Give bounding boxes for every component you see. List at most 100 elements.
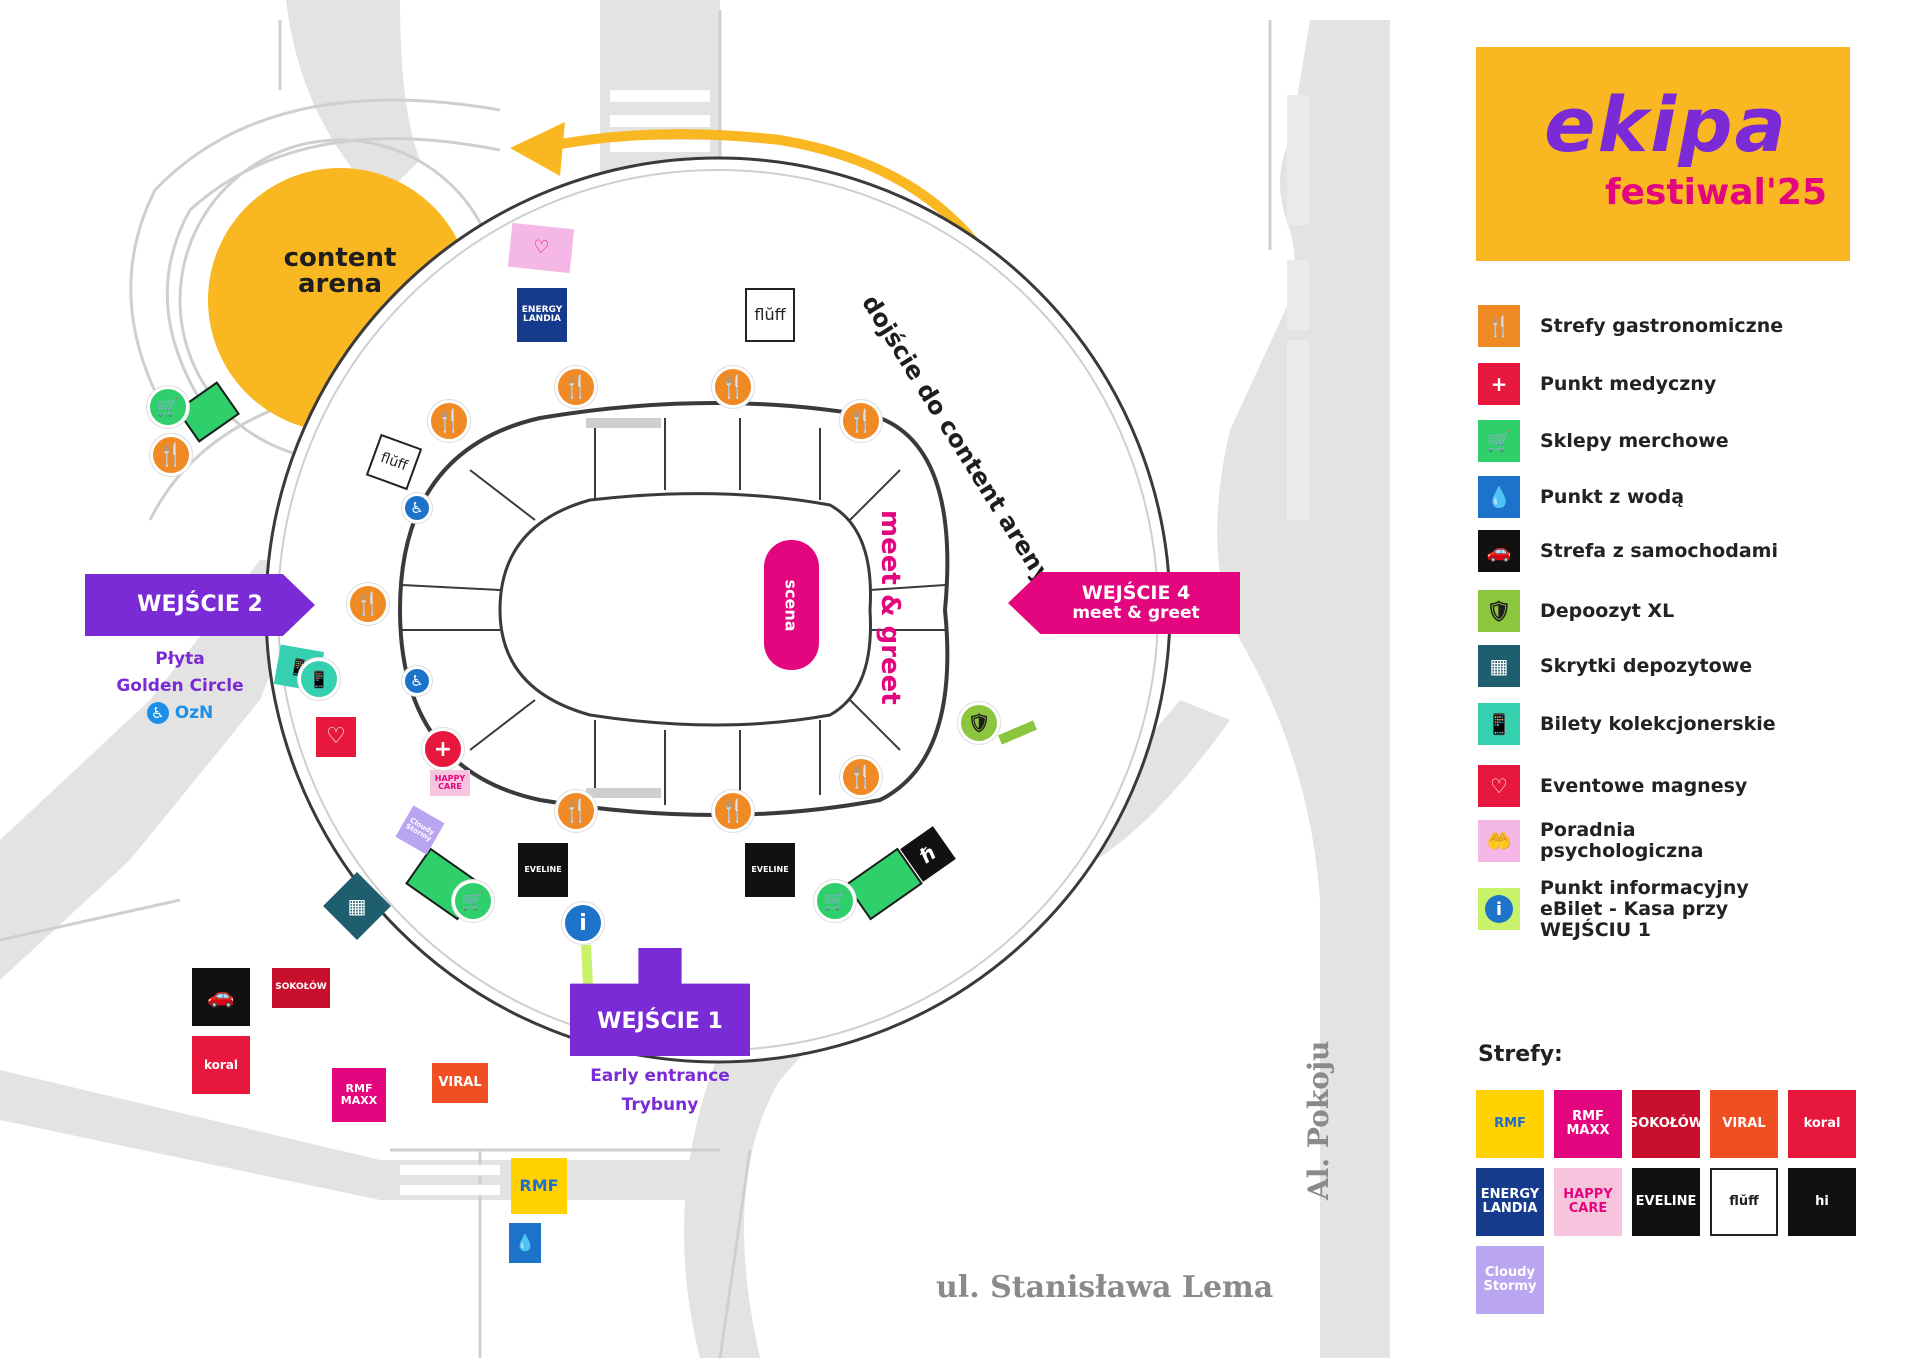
magnets-tile[interactable]: ♡ [316,717,356,757]
legend-item: +Punkt medyczny [1478,363,1716,405]
happy-care-tile[interactable]: HAPPY CARE [430,770,470,796]
zone-tile[interactable]: SOKOŁÓW [1629,1090,1703,1158]
fluff-tile[interactable]: flŭff [745,288,795,342]
legend-label: Strefa z samochodami [1540,539,1778,562]
zone-tile[interactable]: Cloudy Stormy [1476,1246,1544,1314]
ticket-phone-icon[interactable]: 📱 [298,658,340,700]
buildings [1287,95,1309,520]
gastro-icon[interactable]: 🍴 [712,366,754,408]
meet-greet-label: meet & greet [875,510,905,705]
legend-label: Punkt z wodą [1540,485,1685,508]
zone-tile[interactable]: ENERGY LANDIA [1476,1168,1544,1236]
eveline-tile[interactable]: EVELINE [745,843,795,897]
zone-tile[interactable]: RMF [1476,1090,1544,1158]
gastro-icon[interactable]: 🍴 [840,756,882,798]
eveline-tile[interactable]: EVELINE [518,843,568,897]
entrance-2-sub1: Płyta [155,649,205,669]
hi-logo-icon: ℏ [914,839,941,868]
shield-lock-icon: 🛡 [1478,590,1520,632]
zone-tile[interactable]: flŭff [1710,1168,1778,1236]
shopping-cart-icon[interactable]: 🛒 [814,880,856,922]
legend-item: 🤲 Poradnia psychologiczna [1478,820,1800,862]
legend-item: 🛒Sklepy merchowe [1478,420,1729,462]
legend-label: Punkt informacyjny eBilet - Kasa przy WE… [1540,877,1749,941]
gastro-icon[interactable]: 🍴 [555,366,597,408]
water-drop-icon: 💧 [1478,476,1520,518]
street-label-south: ul. Stanisława Lema [936,1270,1274,1305]
stands-bar-top [586,418,661,428]
legend-item: 💧 Punkt z wodą [1478,476,1684,518]
shield-lock-icon[interactable]: 🛡 [958,702,1000,744]
energylandia-tile[interactable]: ENERGY LANDIA [517,288,567,342]
car-zone-tile[interactable]: 🚗 [192,968,250,1026]
accessibility-icon[interactable]: ♿ [402,666,432,696]
gastro-icon[interactable]: 🍴 [840,400,882,442]
legend-label: Eventowe magnesy [1540,774,1748,797]
rmf-maxx-tile[interactable]: RMF MAXX [332,1068,386,1122]
rmf-tile[interactable]: RMF [511,1158,567,1214]
street-label-east: Al. Pokoju [1302,1040,1335,1200]
psych-support-tile[interactable]: ♡ [507,222,575,274]
water-drop-icon[interactable]: ♿ [402,493,432,523]
ticket-phone-icon: 📱 [1478,703,1520,745]
gastro-icon[interactable]: 🍴 [712,790,754,832]
info-connector [581,944,593,986]
route-arrowhead [510,122,565,176]
entrance-1-sub2: Trybuny [621,1094,699,1115]
info-icon[interactable]: i [562,902,604,944]
legend-item: ♡Eventowe magnesy [1478,765,1747,807]
care-hand-icon: 🤲 [1478,820,1520,862]
fork-knife-icon: 🍴 [1478,305,1520,347]
koral-tile[interactable]: koral [192,1036,250,1094]
shopping-cart-icon[interactable]: 🛒 [452,880,494,922]
legend-item: 📱Bilety kolekcjonerskie [1478,703,1776,745]
car-icon: 🚗 [207,984,235,1010]
road-outlines [0,10,1272,1358]
legend-label: Strefy gastronomiczne [1540,314,1784,337]
care-hand-icon: ♡ [531,235,551,259]
water-point-tile[interactable]: 💧 [509,1223,541,1263]
arena-sections [401,418,946,805]
viral-tile[interactable]: VIRAL [432,1063,488,1103]
legend-label: Punkt medyczny [1540,372,1717,395]
stands-bar-bottom [586,788,661,798]
gastro-icon[interactable]: 🍴 [150,434,192,476]
entrance-2-sign[interactable]: WEJŚCIE 2 [85,574,315,636]
heart-icon: ♡ [326,724,346,750]
lockers-icon: ▦ [1478,645,1520,687]
zone-tile[interactable]: EVELINE [1632,1168,1700,1236]
gastro-icon[interactable]: 🍴 [428,400,470,442]
zones-title: Strefy: [1478,1042,1563,1067]
entrance-1-sub1: Early entrance [590,1066,730,1086]
festival-logo: ekipa festiwal'25 [1476,47,1850,261]
sokolow-tile[interactable]: SOKOŁÓW [272,968,330,1008]
stage [764,540,819,670]
legend-label: Poradnia psychologiczna [1540,819,1704,862]
legend-item: ▦ Skrytki depozytowe [1478,645,1752,687]
entrance-4-sign[interactable]: WEJŚCIE 4 meet & greet [1008,572,1240,634]
legend-label: Skrytki depozytowe [1540,654,1753,677]
content-arena-line1: content [283,243,397,273]
zone-tile[interactable]: RMF MAXX [1554,1090,1622,1158]
zone-tile[interactable]: koral [1788,1090,1856,1158]
gastro-icon[interactable]: 🍴 [555,790,597,832]
zone-tile[interactable]: hi [1788,1168,1856,1236]
medical-cross-icon[interactable]: + [422,728,464,770]
entrance-2-info: Płyta Golden Circle ♿OzN [100,646,260,728]
entrance-1-info: Early entrance Trybuny [560,1062,760,1120]
zone-tile[interactable]: HAPPY CARE [1554,1168,1622,1236]
legend-item: 🍴 Strefy gastronomiczne [1478,305,1783,347]
zone-tile[interactable]: VIRAL [1710,1090,1778,1158]
content-arena-label: content arena [260,245,420,297]
accessibility-icon: ♿ [146,702,169,725]
legend-item: 🚗Strefa z samochodami [1478,530,1778,572]
entrance-2-ozn: ♿OzN [100,700,260,727]
shopping-cart-icon[interactable]: 🛒 [147,386,189,428]
gastro-icon[interactable]: 🍴 [347,583,389,625]
entrance-2-title: WEJŚCIE 2 [137,591,263,617]
water-drop-icon: 💧 [515,1232,535,1252]
logo-event: festiwal'25 [1604,172,1828,213]
depozyt-connector [998,720,1037,745]
